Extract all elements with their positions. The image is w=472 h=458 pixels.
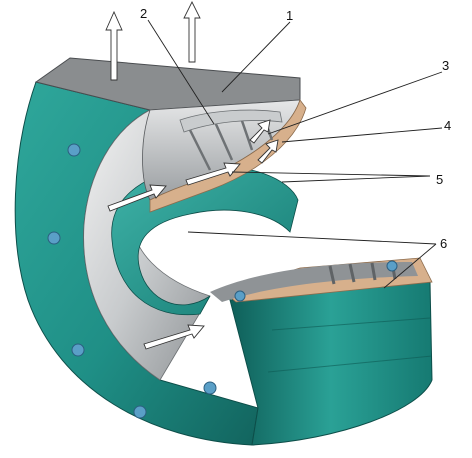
callout-2: 2 xyxy=(140,6,147,21)
flow-arrow-icon xyxy=(185,162,241,186)
duct-baffles xyxy=(188,111,274,171)
outlet-arrow-icon xyxy=(183,0,201,63)
bolt-icon xyxy=(71,343,85,357)
leader-line-5a xyxy=(231,171,431,177)
upper-duct-top xyxy=(34,57,301,111)
leader-line-5b xyxy=(281,175,431,183)
leader-line-6b xyxy=(383,243,437,289)
callout-3: 3 xyxy=(442,58,449,73)
lower-duct-ribs xyxy=(328,261,397,285)
callout-6: 6 xyxy=(440,236,447,251)
leader-lines xyxy=(147,19,443,289)
bolt-icon xyxy=(386,260,398,272)
bolt-icon xyxy=(234,290,246,302)
bolt-icons xyxy=(47,143,398,419)
airflow-arrows xyxy=(105,0,279,350)
leader-line-1 xyxy=(221,21,291,93)
outlet-arrow-icon xyxy=(105,10,123,81)
bolt-icon xyxy=(47,231,61,245)
housing-body xyxy=(229,281,433,446)
callout-4: 4 xyxy=(444,118,451,133)
flow-arrow-icon xyxy=(249,119,271,144)
callout-5: 5 xyxy=(436,172,443,187)
leader-line-6a xyxy=(187,231,437,245)
leader-line-4 xyxy=(281,127,443,143)
leader-line-3 xyxy=(267,71,443,135)
bolt-icon xyxy=(203,381,217,395)
bolt-icon xyxy=(133,405,147,419)
inlet-arrow-icon xyxy=(107,184,167,212)
inlet-arrow-icon xyxy=(143,324,205,350)
body-seam xyxy=(267,317,433,373)
lower-duct-interior xyxy=(210,262,418,302)
bolt-icon xyxy=(67,143,81,157)
duct-tube xyxy=(179,109,283,133)
flow-arrow-icon xyxy=(257,139,279,164)
callout-1: 1 xyxy=(286,8,293,23)
leader-line-2 xyxy=(147,19,215,125)
